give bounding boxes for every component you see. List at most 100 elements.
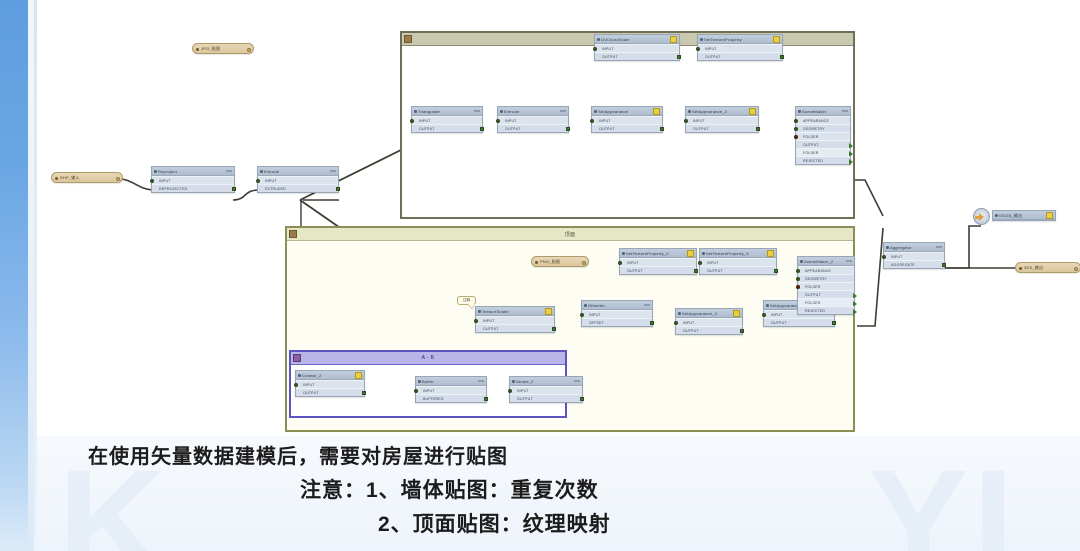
port-row-output[interactable]: OUTPUT: [595, 52, 681, 60]
port-row-output[interactable]: OUTPUT: [700, 266, 778, 274]
node-header[interactable]: SetTextureProperty_2: [620, 249, 696, 258]
port-row-input[interactable]: INPUT: [580, 310, 652, 318]
node-header[interactable]: SetAppearance_2: [686, 107, 758, 116]
workbench-canvas[interactable]: SHP_输入 Reproject INPUT REPROJECTED Extru…: [37, 4, 1080, 436]
port-row-input[interactable]: INPUT: [593, 44, 679, 52]
output-port-icon[interactable]: [480, 127, 484, 131]
node-triangulate[interactable]: Triangulate INPUT OUTPUT: [410, 106, 484, 133]
node-extrude-main[interactable]: Extrude INPUT EXTRUDED: [256, 166, 340, 193]
port-row-geometry[interactable]: GEOMETRY: [796, 274, 854, 282]
input-port-icon[interactable]: [618, 261, 622, 265]
node-header[interactable]: SceneMaker: [796, 107, 850, 116]
port-row-output[interactable]: OUTPUT: [796, 140, 853, 149]
input-port-icon[interactable]: [794, 119, 798, 123]
port-row-folder-in[interactable]: FOLDER: [794, 132, 850, 140]
node-uvcoordscale[interactable]: UVCoordScale INPUT OUTPUT: [593, 34, 681, 61]
port-row-input[interactable]: INPUT: [590, 116, 662, 124]
port-row-output[interactable]: OUTPUT: [510, 394, 584, 402]
bottom-group-texture-pill[interactable]: PNG_贴图: [531, 256, 589, 267]
port-row-appearance[interactable]: APPEARANCE: [794, 116, 850, 124]
warning-badge-icon[interactable]: [545, 308, 552, 315]
node-settextureproperty-3[interactable]: SetTextureProperty_3 INPUT OUTPUT: [698, 248, 778, 275]
node-header[interactable]: SetAppearance: [592, 107, 662, 116]
node-scenemaker-1[interactable]: SceneMaker APPEARANCE GEOMETRY FOLDER OU…: [794, 106, 853, 165]
port-row-input[interactable]: INPUT: [674, 318, 742, 326]
output-port-icon[interactable]: [552, 327, 556, 331]
collapse-icon[interactable]: [478, 380, 484, 382]
port-row-output[interactable]: OUTPUT: [698, 52, 784, 60]
port-row-output[interactable]: OUTPUT: [798, 290, 857, 299]
output-file-pill[interactable]: 3DS_输出: [1015, 262, 1080, 273]
port-row-geometry[interactable]: GEOMETRY: [794, 124, 850, 132]
collapse-icon[interactable]: [846, 260, 852, 262]
input-port-icon[interactable]: [696, 47, 700, 51]
writer-icon[interactable]: [973, 208, 990, 225]
port-row-output[interactable]: OUTPUT: [296, 388, 366, 396]
node-settextureproperty-2[interactable]: SetTextureProperty_2 INPUT OUTPUT: [618, 248, 698, 275]
collapse-icon[interactable]: [644, 304, 650, 306]
port-row-output[interactable]: BUFFERED: [416, 394, 488, 402]
port-row-appearance[interactable]: APPEARANCE: [796, 266, 854, 274]
input-port-icon[interactable]: [796, 285, 800, 289]
output-port-icon[interactable]: [849, 150, 853, 157]
collapse-icon[interactable]: [560, 110, 566, 112]
port-row-output[interactable]: OUTPUT: [592, 124, 664, 132]
node-aggregator[interactable]: Aggregator INPUT AGGREGATE: [882, 242, 946, 269]
output-port-icon[interactable]: [756, 127, 760, 131]
port-row-output[interactable]: REPROJECTED: [152, 184, 236, 192]
port-row-output[interactable]: OUTPUT: [620, 266, 698, 274]
port-row-folder-out[interactable]: FOLDER: [796, 148, 853, 157]
node-scenemaker-2[interactable]: SceneMaker_2 APPEARANCE GEOMETRY FOLDER …: [796, 256, 857, 315]
warning-badge-icon[interactable]: [670, 36, 677, 43]
node-header[interactable]: TextureScaler: [476, 307, 554, 316]
input-port-icon[interactable]: [796, 269, 800, 273]
input-port-icon[interactable]: [794, 135, 798, 139]
node-header[interactable]: Aggregator: [884, 243, 944, 252]
subgroup-header[interactable]: A · B: [291, 352, 565, 365]
output-port-icon[interactable]: [853, 300, 857, 307]
output-port-icon[interactable]: [580, 397, 584, 401]
port-row-input[interactable]: INPUT: [618, 258, 696, 266]
node-header[interactable]: Triangulate: [412, 107, 482, 116]
node-texturescaler[interactable]: TextureScaler INPUT OUTPUT: [474, 306, 556, 333]
port-row-input[interactable]: INPUT: [410, 116, 482, 124]
port-row-output[interactable]: OUTPUT: [676, 326, 744, 334]
input-port-icon[interactable]: [762, 313, 766, 317]
node-header[interactable]: Stroke_2: [510, 377, 582, 386]
node-creator-2[interactable]: Creator_2 INPUT OUTPUT: [294, 370, 366, 397]
node-header[interactable]: SceneMaker_2: [798, 257, 854, 266]
node-header[interactable]: UVCoordScale: [595, 35, 679, 44]
input-port-icon[interactable]: [684, 119, 688, 123]
output-port-icon[interactable]: [232, 187, 236, 191]
port-row-input[interactable]: INPUT: [474, 316, 554, 324]
node-reproject[interactable]: Reproject INPUT REPROJECTED: [150, 166, 236, 193]
output-port-icon[interactable]: [849, 158, 853, 165]
output-port-icon[interactable]: [853, 308, 857, 315]
port-row-output[interactable]: OUTPUT: [764, 318, 836, 326]
warning-badge-icon[interactable]: [687, 250, 694, 257]
port-row-input[interactable]: INPUT: [294, 380, 364, 388]
warning-badge-icon[interactable]: [773, 36, 780, 43]
input-port-icon[interactable]: [882, 255, 886, 259]
node-header[interactable]: SetTextureProperty: [698, 35, 782, 44]
node-header[interactable]: Offsetter: [582, 301, 652, 310]
input-port-icon[interactable]: [674, 321, 678, 325]
node-stroke-2[interactable]: Stroke_2 INPUT OUTPUT: [508, 376, 584, 403]
port-row-output[interactable]: OUTPUT: [412, 124, 484, 132]
node-setappearance-1[interactable]: SetAppearance INPUT OUTPUT: [590, 106, 664, 133]
port-row-input[interactable]: INPUT: [698, 258, 776, 266]
warning-badge-icon[interactable]: [767, 250, 774, 257]
collapse-icon[interactable]: [574, 380, 580, 382]
input-port-icon[interactable]: [414, 389, 418, 393]
output-port-icon[interactable]: [740, 329, 744, 333]
node-setappearance-2[interactable]: SetAppearance_2 INPUT OUTPUT: [684, 106, 760, 133]
input-port-icon[interactable]: [590, 119, 594, 123]
input-port-icon[interactable]: [508, 389, 512, 393]
port-row-output[interactable]: OUTPUT: [686, 124, 760, 132]
node-settextureproperty[interactable]: SetTextureProperty INPUT OUTPUT: [696, 34, 784, 61]
node-header[interactable]: Creator_2: [296, 371, 364, 380]
output-port-icon[interactable]: [362, 391, 366, 395]
collapse-icon[interactable]: [226, 170, 232, 172]
top-group-texture-pill[interactable]: JPG_贴图: [192, 43, 254, 54]
output-port-icon[interactable]: [694, 269, 698, 273]
